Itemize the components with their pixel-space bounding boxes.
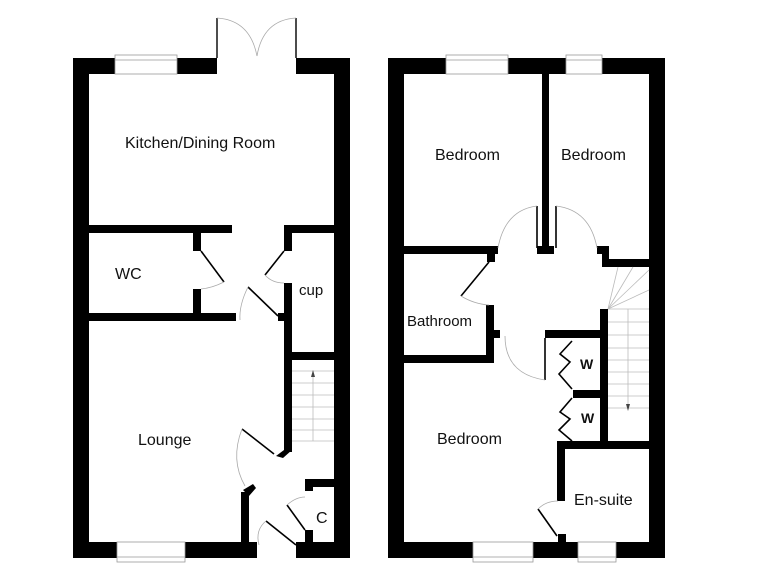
ground-floor-staircase [292,370,334,442]
room-label-wardrobe-1: W [580,356,594,372]
room-label-kitchen-dining: Kitchen/Dining Room [125,135,276,152]
room-label-wc: WC [115,266,142,283]
first-floor-staircase [607,266,650,411]
first-floor-walls [388,58,665,558]
ground-floor-walls [73,58,350,558]
room-label-bedroom-2: Bedroom [561,147,626,164]
room-label-bathroom: Bathroom [407,313,473,330]
room-label-bedroom-1: Bedroom [435,147,500,164]
first-floor-windows [445,54,617,563]
room-label-lounge: Lounge [138,432,192,449]
room-label-cupboard: cup [299,282,324,299]
room-label-closet: C [316,510,328,527]
ground-floor-doors [200,250,306,546]
room-label-wardrobe-2: W [581,410,595,426]
stair-down-arrow-icon [626,404,630,411]
french-doors [216,17,297,58]
ground-floor-windows [114,54,186,563]
room-label-bedroom-3: Bedroom [437,431,502,448]
stair-up-arrow-icon [311,370,315,377]
room-label-ensuite: En-suite [574,492,633,509]
first-floor-doors [460,205,598,537]
